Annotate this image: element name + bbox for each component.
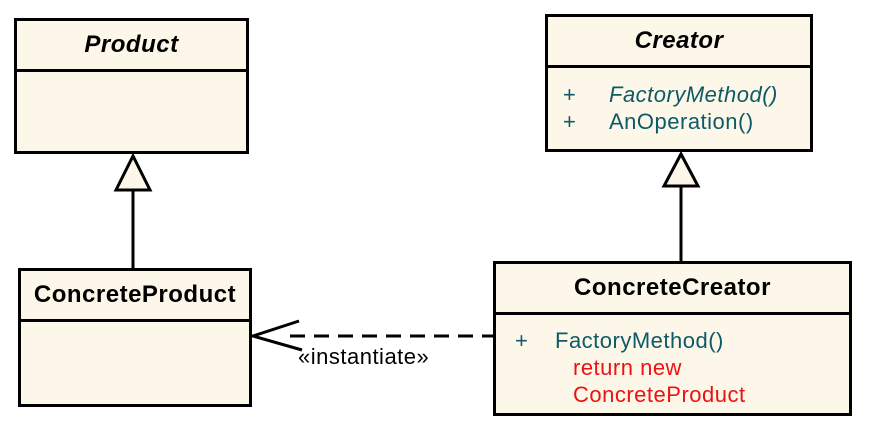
class-box-concrete-product: ConcreteProduct — [18, 268, 252, 407]
method-name-factorymethod: FactoryMethod() — [555, 328, 724, 353]
open-arrowhead-icon — [247, 319, 303, 352]
class-name-product: Product — [17, 21, 246, 72]
method-name-factorymethod: FactoryMethod() — [609, 82, 778, 107]
method-name-anoperation: AnOperation() — [609, 109, 754, 134]
class-body-creator: + FactoryMethod() + AnOperation() — [548, 68, 810, 135]
generalization-triangle-product — [113, 152, 153, 192]
method-row: + FactoryMethod() — [515, 327, 849, 354]
method-row: + AnOperation() — [563, 108, 810, 135]
class-box-creator: Creator + FactoryMethod() + AnOperation(… — [545, 14, 813, 152]
generalization-triangle-creator — [661, 150, 701, 188]
code-note-line: return new — [573, 355, 682, 380]
method-row: + FactoryMethod() — [563, 81, 810, 108]
class-box-concrete-creator: ConcreteCreator + FactoryMethod() return… — [493, 261, 852, 416]
visibility-sign: + — [563, 82, 577, 107]
class-name-creator: Creator — [548, 17, 810, 68]
visibility-sign: + — [515, 328, 529, 353]
class-name-concrete-product: ConcreteProduct — [21, 271, 249, 322]
visibility-sign: + — [563, 109, 577, 134]
instantiate-label: «instantiate» — [298, 344, 430, 369]
class-name-concrete-creator: ConcreteCreator — [496, 264, 849, 315]
class-body-concrete-creator: + FactoryMethod() return new ConcretePro… — [496, 315, 849, 408]
code-note-line: ConcreteProduct — [573, 382, 746, 407]
class-box-product: Product — [14, 18, 249, 154]
